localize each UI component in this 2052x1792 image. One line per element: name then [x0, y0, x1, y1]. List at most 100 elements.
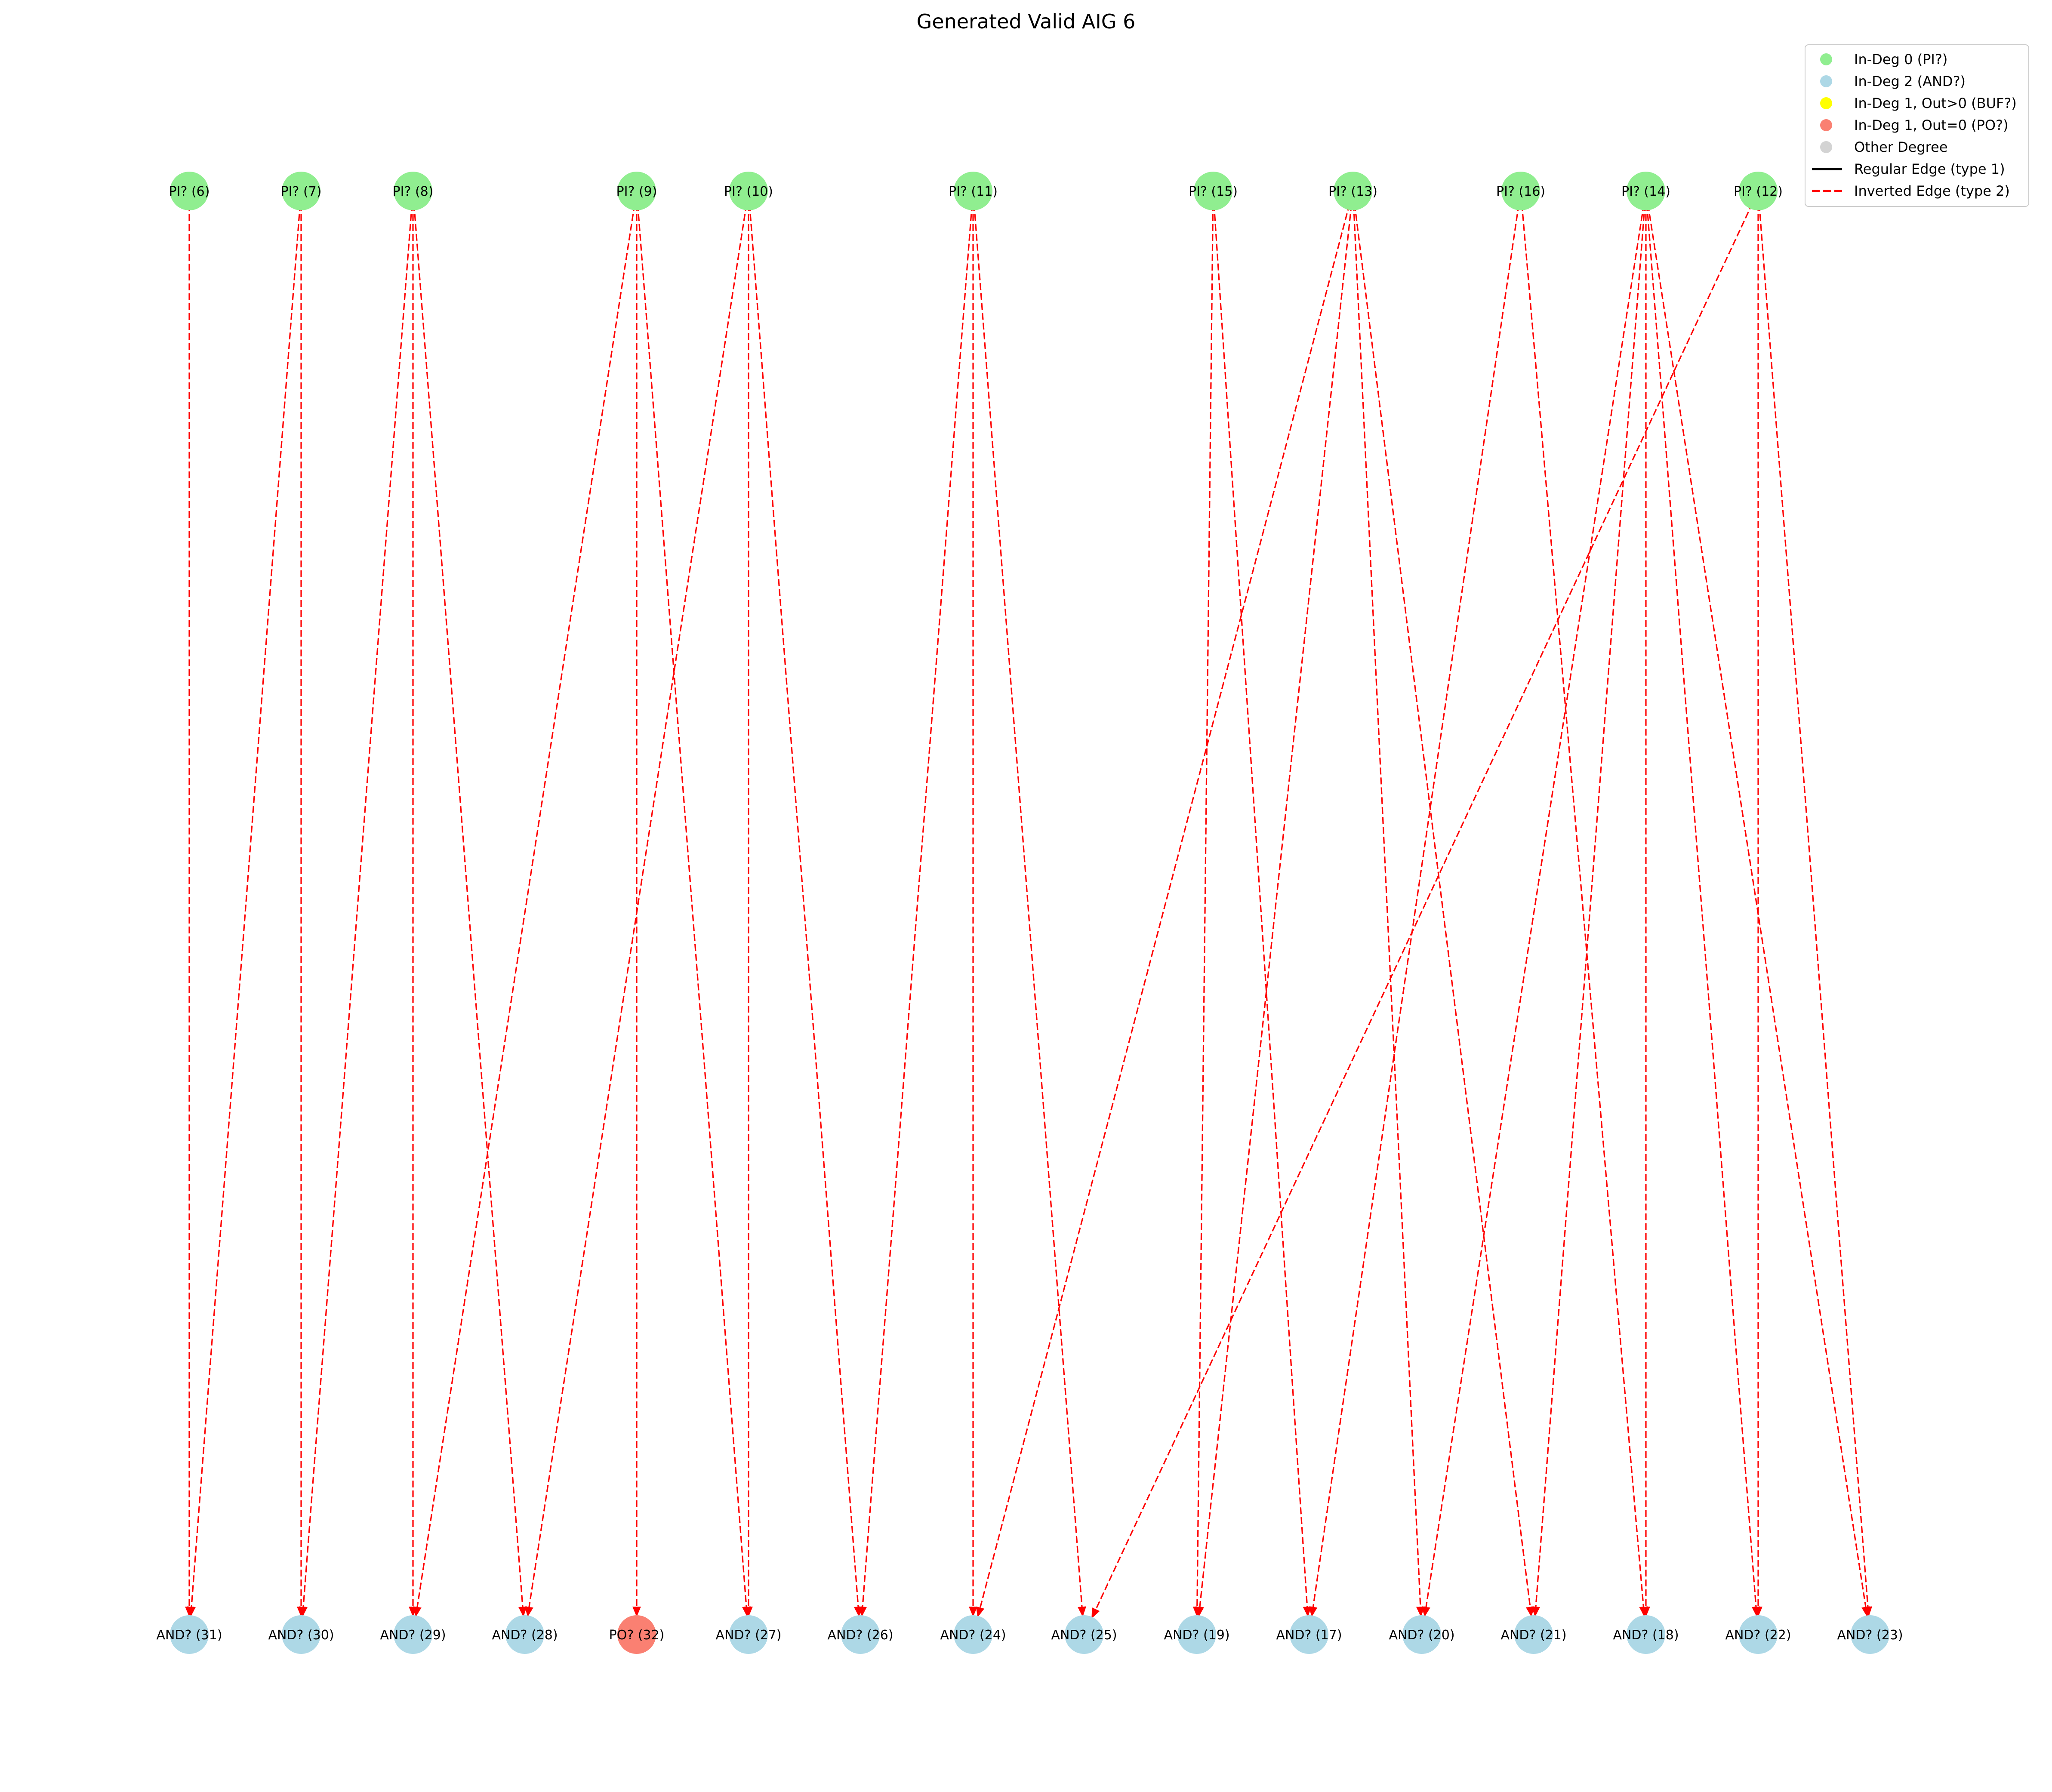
- node-label-9: PI? (9): [616, 184, 657, 199]
- node-circle-19: [1177, 1615, 1216, 1654]
- edge-14-to-23: [1645, 194, 1870, 1617]
- node-label-12: PI? (12): [1734, 184, 1783, 199]
- node-circle-17: [1290, 1615, 1328, 1654]
- edge-13-to-19: [1195, 194, 1353, 1617]
- node-14: PI? (14): [1621, 172, 1670, 210]
- node-label-15: PI? (15): [1189, 184, 1238, 199]
- node-label-32: PO? (32): [609, 1628, 665, 1643]
- legend-inverted-edge-label: Inverted Edge (type 2): [1854, 183, 2010, 199]
- node-circle-13: [1334, 172, 1372, 210]
- node-label-16: PI? (16): [1496, 184, 1545, 199]
- node-label-23: AND? (23): [1837, 1628, 1903, 1643]
- node-24: AND? (24): [940, 1615, 1006, 1654]
- nodes-layer: PI? (6) PI? (7) PI? (8) PI? (9) PI? (10) PI? …: [156, 172, 1903, 1654]
- node-8: PI? (8): [393, 172, 434, 210]
- node-11: PI? (11): [949, 172, 998, 210]
- edge-9-to-29: [413, 194, 637, 1617]
- node-circle-14: [1627, 172, 1665, 210]
- edge-8-to-30: [299, 194, 413, 1617]
- edge-13-to-20: [1352, 194, 1425, 1617]
- node-22: AND? (22): [1725, 1615, 1791, 1654]
- node-label-21: AND? (21): [1500, 1628, 1566, 1643]
- legend-and-label: In-Deg 2 (AND?): [1854, 73, 1966, 89]
- node-circle-31: [170, 1615, 209, 1654]
- node-32: PO? (32): [609, 1615, 665, 1654]
- node-28: AND? (28): [492, 1615, 558, 1654]
- node-label-28: AND? (28): [492, 1628, 558, 1643]
- node-circle-23: [1851, 1615, 1889, 1654]
- node-label-8: PI? (8): [393, 184, 434, 199]
- node-17: AND? (17): [1276, 1615, 1342, 1654]
- node-circle-32: [617, 1615, 656, 1654]
- legend-pi-marker: [1820, 53, 1832, 65]
- node-circle-7: [282, 172, 320, 210]
- legend-buf-marker: [1820, 97, 1832, 109]
- node-circle-10: [729, 172, 768, 210]
- node-label-18: AND? (18): [1613, 1628, 1679, 1643]
- legend-and-marker: [1820, 75, 1832, 87]
- node-16: PI? (16): [1496, 172, 1545, 210]
- edge-11-to-26: [858, 194, 974, 1617]
- node-label-31: AND? (31): [156, 1628, 222, 1643]
- node-label-19: AND? (19): [1164, 1628, 1229, 1643]
- node-label-29: AND? (29): [380, 1628, 446, 1643]
- node-label-13: PI? (13): [1328, 184, 1377, 199]
- node-circle-16: [1501, 172, 1540, 210]
- edge-14-to-21: [1531, 194, 1646, 1617]
- node-circle-21: [1514, 1615, 1553, 1654]
- node-label-17: AND? (17): [1276, 1628, 1342, 1643]
- edge-16-to-17: [1309, 194, 1521, 1617]
- edge-16-to-18: [1520, 194, 1648, 1617]
- node-label-26: AND? (26): [827, 1628, 893, 1643]
- legend-po-marker: [1820, 119, 1832, 131]
- node-circle-25: [1065, 1615, 1103, 1654]
- node-13: PI? (13): [1328, 172, 1377, 210]
- node-26: AND? (26): [827, 1615, 894, 1654]
- node-20: AND? (20): [1389, 1615, 1455, 1654]
- node-19: AND? (19): [1164, 1615, 1230, 1654]
- edge-12-to-23: [1758, 194, 1872, 1617]
- node-10: PI? (10): [724, 172, 773, 210]
- node-circle-6: [170, 172, 209, 210]
- node-circle-29: [394, 1615, 432, 1654]
- edge-15-to-17: [1212, 194, 1312, 1617]
- node-circle-12: [1739, 172, 1778, 210]
- node-27: AND? (27): [715, 1615, 782, 1654]
- node-circle-26: [841, 1615, 880, 1654]
- node-label-7: PI? (7): [281, 184, 322, 199]
- edge-14-to-22: [1645, 194, 1760, 1617]
- node-label-6: PI? (6): [169, 184, 210, 199]
- node-label-27: AND? (27): [715, 1628, 781, 1643]
- node-7: PI? (7): [281, 172, 322, 210]
- node-label-30: AND? (30): [268, 1628, 334, 1643]
- node-18: AND? (18): [1613, 1615, 1679, 1654]
- edge-10-to-26: [748, 194, 863, 1617]
- edge-15-to-19: [1192, 194, 1214, 1617]
- legend-other-marker: [1820, 141, 1832, 153]
- node-circle-9: [617, 172, 656, 210]
- legend-regular-edge-label: Regular Edge (type 1): [1854, 161, 2005, 177]
- legend-pi-label: In-Deg 0 (PI?): [1854, 51, 1947, 68]
- edge-13-to-21: [1353, 194, 1534, 1617]
- node-circle-18: [1627, 1615, 1665, 1654]
- legend-buf-label: In-Deg 1, Out>0 (BUF?): [1854, 95, 2017, 111]
- edge-13-to-24: [976, 194, 1353, 1618]
- node-21: AND? (21): [1500, 1615, 1567, 1654]
- legend: In-Deg 0 (PI?) In-Deg 2 (AND?) In-Deg 1,…: [1805, 44, 2029, 207]
- node-circle-22: [1739, 1615, 1778, 1654]
- node-23: AND? (23): [1837, 1615, 1903, 1654]
- node-12: PI? (12): [1734, 172, 1783, 210]
- edge-7-to-31: [187, 194, 302, 1617]
- node-circle-15: [1194, 172, 1232, 210]
- node-6: PI? (6): [169, 172, 210, 210]
- node-label-22: AND? (22): [1725, 1628, 1791, 1643]
- edge-12-to-25: [1091, 194, 1758, 1619]
- node-circle-30: [282, 1615, 320, 1654]
- node-circle-20: [1402, 1615, 1441, 1654]
- edge-10-to-28: [525, 194, 749, 1617]
- node-label-11: PI? (11): [949, 184, 998, 199]
- node-29: AND? (29): [380, 1615, 446, 1654]
- node-31: AND? (31): [156, 1615, 222, 1654]
- graph-title: Generated Valid AIG 6: [917, 10, 1136, 33]
